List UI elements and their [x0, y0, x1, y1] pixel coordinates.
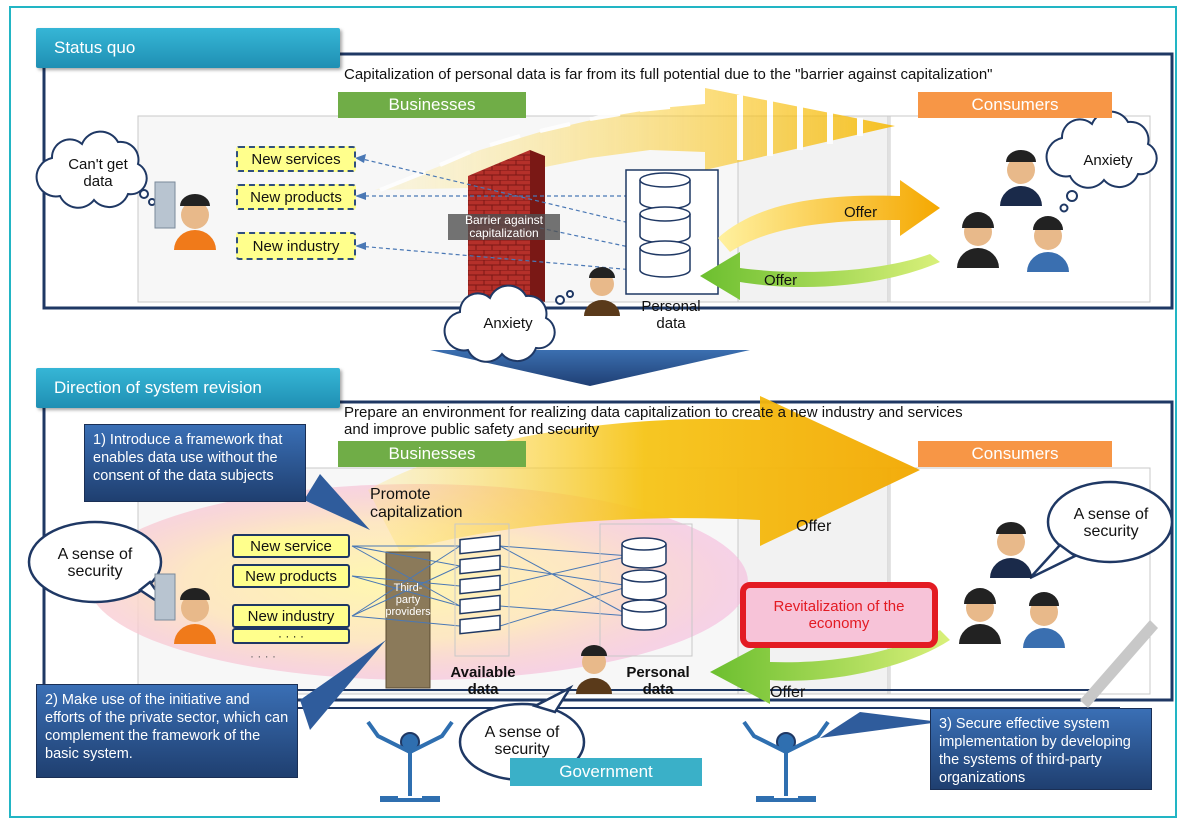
- item-new-products-b: New products: [232, 564, 350, 588]
- direction-banner: Direction of system revision: [36, 368, 340, 408]
- person-icons: [154, 150, 1069, 694]
- cloud-anxiety-consumers: Anxiety: [1083, 152, 1133, 169]
- item-new-service: New service: [232, 534, 350, 558]
- direction-description-1: Prepare an environment for realizing dat…: [344, 404, 963, 421]
- direction-description-2: and improve public safety and security: [344, 421, 600, 438]
- available-data: Available data: [450, 664, 516, 698]
- callout-third-party-systems: 3) Secure effective system implementatio…: [930, 708, 1152, 790]
- callout-private-sector: 2) Make use of the initiative and effort…: [36, 684, 298, 778]
- personal-data-bottom: Personal data: [626, 664, 690, 698]
- status-quo-title: Status quo: [54, 38, 136, 57]
- cloud-cant-get-data: Can't get data: [68, 156, 128, 190]
- items-more-dots: · · · ·: [250, 649, 276, 663]
- consumers-label-bottom: Consumers: [918, 441, 1112, 467]
- businesses-label-top: Businesses: [338, 92, 526, 118]
- item-new-industry-b: New industry: [232, 604, 350, 628]
- item-new-products: New products: [236, 184, 356, 210]
- security-left: A sense of security: [57, 546, 133, 580]
- revitalization-box: Revitalization of the economy: [740, 582, 938, 648]
- item-new-industry: New industry: [236, 232, 356, 260]
- offer-top-label: Offer: [844, 204, 878, 221]
- item-new-services: New services: [236, 146, 356, 172]
- consumers-label-top: Consumers: [918, 92, 1112, 118]
- direction-title: Direction of system revision: [54, 378, 262, 397]
- item-more: · · · ·: [232, 628, 350, 644]
- status-quo-description: Capitalization of personal data is far f…: [344, 66, 993, 83]
- barrier-label: Barrier against capitalization: [448, 214, 560, 240]
- offer-bottom-label-top: Offer: [764, 272, 798, 289]
- cloud-anxiety-bottom: Anxiety: [483, 315, 533, 332]
- status-quo-banner: Status quo: [36, 28, 340, 68]
- promote-capitalization: Promote capitalization: [370, 486, 463, 521]
- callout-framework: 1) Introduce a framework that enables da…: [84, 424, 306, 502]
- businesses-label-bottom: Businesses: [338, 441, 526, 467]
- third-party-providers: Third-party providers: [385, 582, 431, 618]
- government-label: Government: [510, 758, 702, 786]
- personal-data-top: Personal data: [641, 298, 701, 332]
- offer-bottom-small: Offer: [770, 684, 806, 701]
- offer-bottom-big: Offer: [796, 518, 832, 535]
- security-right: A sense of security: [1073, 506, 1149, 540]
- security-bottom: A sense of security: [484, 724, 560, 758]
